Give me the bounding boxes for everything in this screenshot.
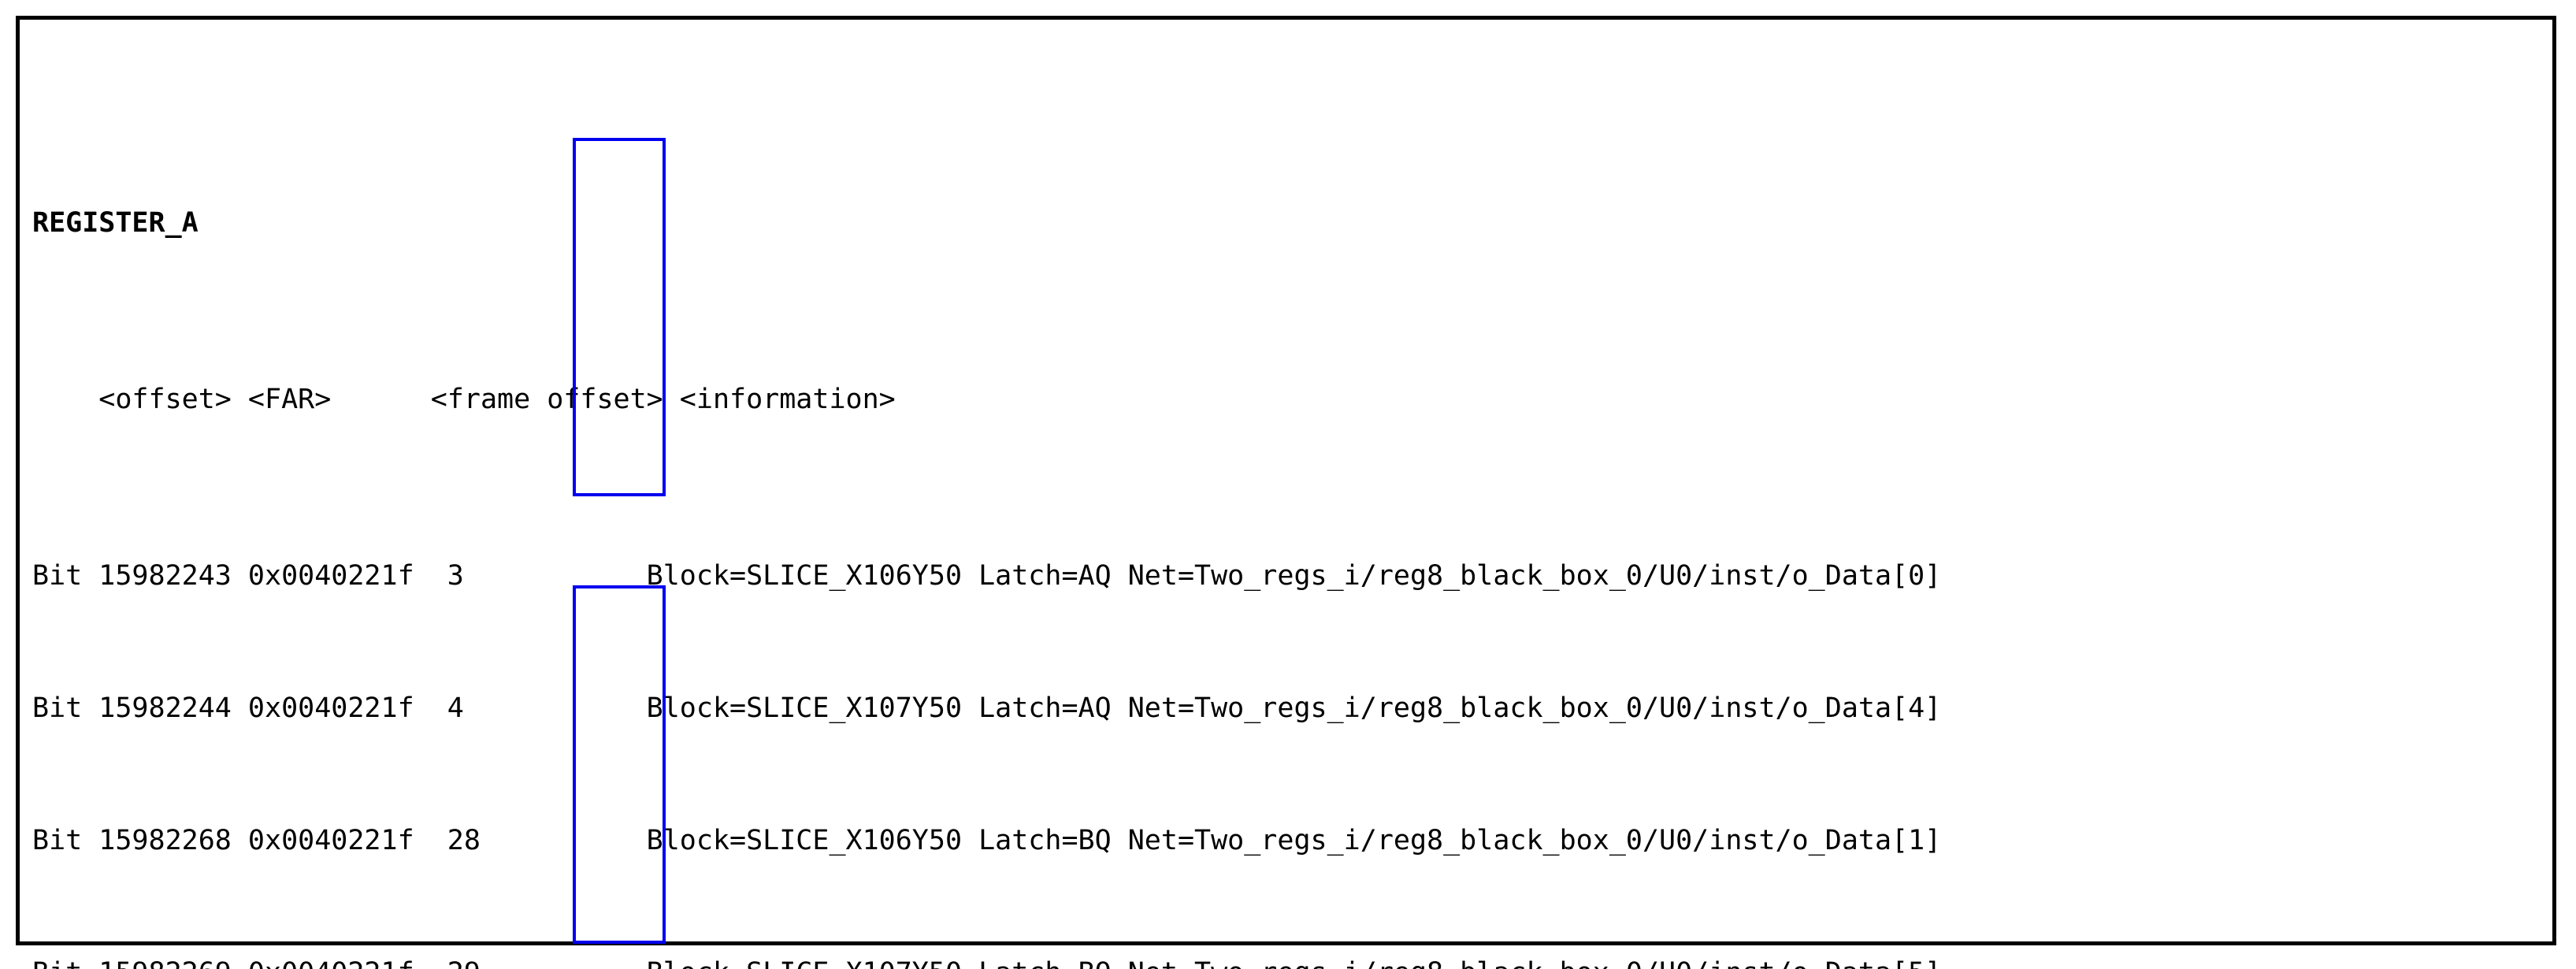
register-a-title: REGISTER_A (32, 207, 199, 239)
bitstream-listing: REGISTER_A <offset> <FAR> <frame offset>… (32, 24, 1941, 969)
table-row: Bit 15982269 0x0040221f 29 Block=SLICE_X… (32, 951, 1941, 969)
column-header-row-a: <offset> <FAR> <frame offset> <informati… (32, 384, 896, 415)
table-row: Bit 15982243 0x0040221f 3 Block=SLICE_X1… (32, 560, 1942, 592)
listing-frame: REGISTER_A <offset> <FAR> <frame offset>… (16, 16, 2556, 969)
table-row: Bit 15982268 0x0040221f 28 Block=SLICE_X… (32, 825, 1942, 856)
table-row: Bit 15982244 0x0040221f 4 Block=SLICE_X1… (32, 692, 1942, 724)
